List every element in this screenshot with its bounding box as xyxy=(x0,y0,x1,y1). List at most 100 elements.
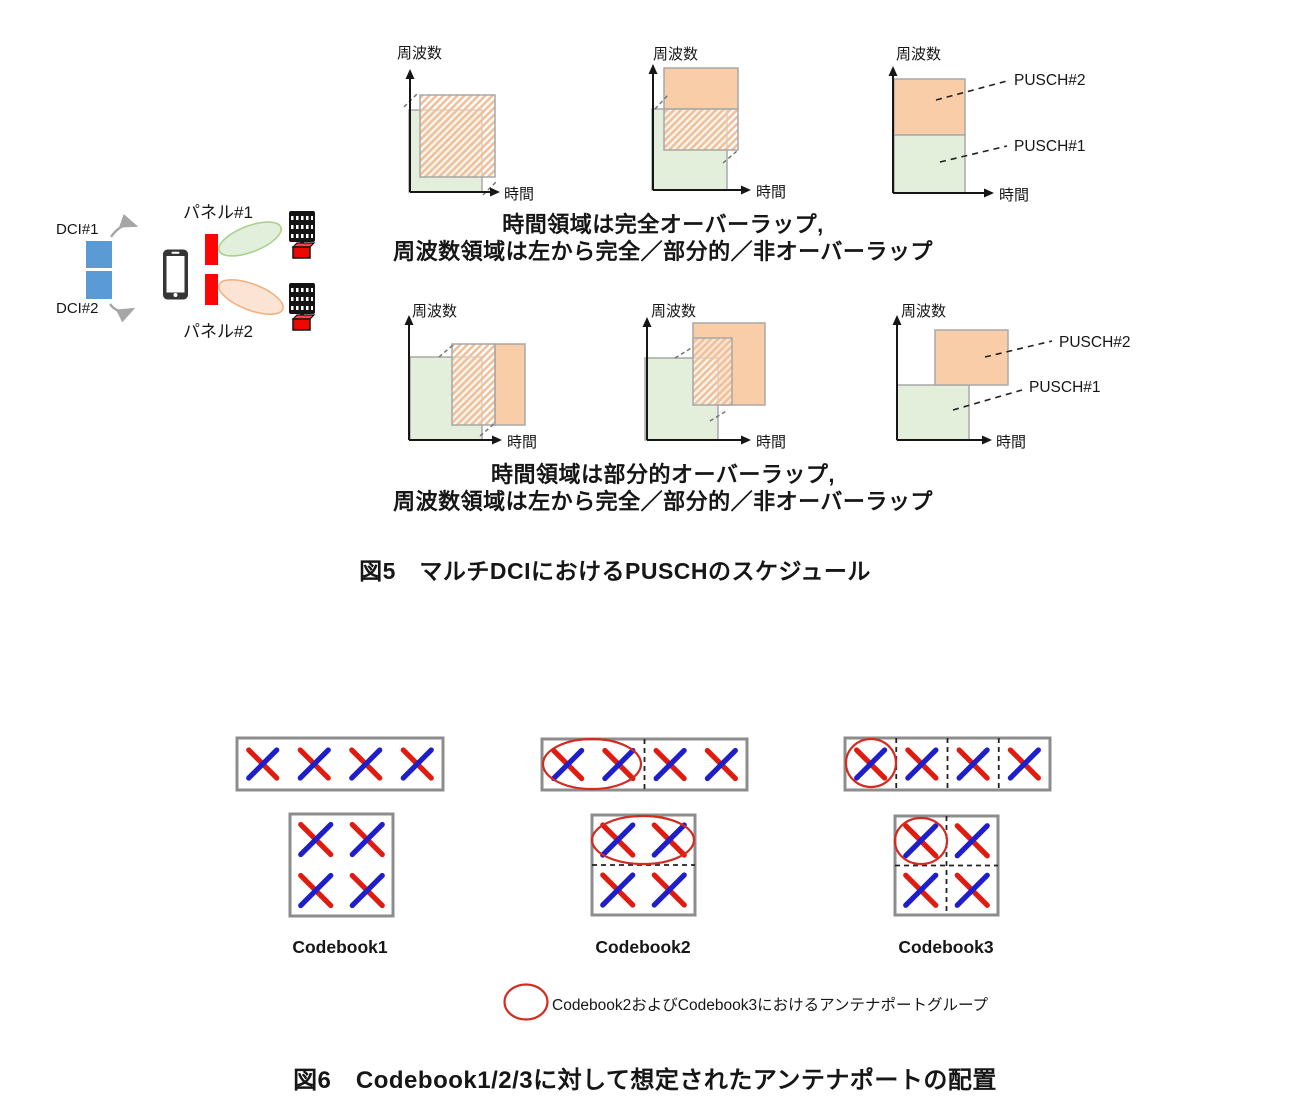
dci-block-2 xyxy=(86,271,112,299)
codebook-row-box xyxy=(843,736,1052,792)
base-station-icon-1 xyxy=(289,211,316,259)
freq-axis-label-5: 周波数 xyxy=(651,303,697,320)
antenna-port-x-blue xyxy=(349,821,385,858)
beam-ellipse-1 xyxy=(218,221,282,257)
leader-line xyxy=(935,80,1008,101)
x-axis-arrowhead xyxy=(741,185,751,195)
antenna-port-x-blue xyxy=(651,822,687,858)
antenna-port-x-blue xyxy=(349,747,383,781)
port-group-ellipse xyxy=(541,737,643,791)
port-group-ellipse xyxy=(893,816,949,866)
leader-line xyxy=(984,340,1053,358)
arrow-dci1 xyxy=(110,213,139,238)
overlap-hatch-rect xyxy=(692,337,733,406)
x-axis-arrowhead xyxy=(984,188,994,198)
pusch2-rect xyxy=(663,67,739,110)
pusch2-label: PUSCH#2 xyxy=(1014,72,1086,89)
antenna-port-x-blue xyxy=(653,747,687,782)
port-group-ellipse xyxy=(590,814,696,866)
y-axis-arrowhead xyxy=(648,64,658,74)
pusch2-rect xyxy=(893,78,966,136)
codebook2-label: Codebook2 xyxy=(595,937,691,957)
antenna-port-x-blue xyxy=(400,747,434,781)
codebook-row-box xyxy=(540,737,749,792)
leader-line xyxy=(952,389,1023,411)
leader-line xyxy=(939,145,1008,163)
antenna-port-x-blue xyxy=(600,872,636,908)
offset-dash xyxy=(438,344,454,358)
fig5-caption: 図5 マルチDCIにおけるPUSCHのスケジュール xyxy=(359,558,871,584)
panel-bar-2 xyxy=(205,274,218,305)
dci-diagram xyxy=(86,211,316,331)
time-axis-label-2: 時間 xyxy=(756,184,787,201)
phone-icon xyxy=(163,249,188,300)
antenna-port-x-blue xyxy=(651,872,687,908)
antenna-port-x-blue xyxy=(246,747,280,781)
legend-ellipse xyxy=(503,983,549,1021)
pusch1-label: PUSCH#1 xyxy=(1014,138,1086,155)
time-axis-label-5: 時間 xyxy=(756,434,787,451)
offset-dash xyxy=(709,409,729,422)
offset-dash xyxy=(479,423,495,437)
pusch2-label: PUSCH#2 xyxy=(1059,334,1131,351)
freq-axis-label-3: 周波数 xyxy=(896,46,942,63)
x-axis-arrowhead xyxy=(741,435,751,445)
antenna-port-x-blue xyxy=(854,747,888,781)
overlap-hatch-rect xyxy=(419,94,496,178)
freq-axis-label-2: 周波数 xyxy=(653,46,699,63)
arrow-dci2 xyxy=(109,303,136,323)
y-axis-arrowhead xyxy=(404,315,414,325)
time-axis-label-6: 時間 xyxy=(996,434,1027,451)
x-axis-arrowhead xyxy=(490,187,500,197)
pusch1-label: PUSCH#1 xyxy=(1029,379,1101,396)
pusch1-rect xyxy=(893,134,966,194)
antenna-port-x-blue xyxy=(903,872,939,908)
panel2-label: パネル#2 xyxy=(183,322,253,341)
codebook-row-box xyxy=(235,736,445,792)
beam-ellipse-2 xyxy=(218,279,284,315)
offset-dash xyxy=(654,94,669,110)
freq-axis-label-4: 周波数 xyxy=(412,303,458,320)
overlap-hatch-rect xyxy=(451,343,496,426)
pusch1-rect xyxy=(896,384,970,441)
antenna-port-x-blue xyxy=(903,823,939,859)
overlap-hatch-rect xyxy=(663,108,739,151)
row1-caption-line2: 周波数領域は左から完全／部分的／非オーバーラップ xyxy=(393,239,933,264)
port-group-ellipse xyxy=(844,737,898,789)
dci1-label: DCI#1 xyxy=(56,221,99,238)
freq-axis-label-1: 周波数 xyxy=(397,45,443,62)
legend-text: Codebook2およびCodebook3におけるアンテナポートグループ xyxy=(552,997,989,1014)
fig6-caption: 図6 Codebook1/2/3に対して想定されたアンテナポートの配置 xyxy=(293,1067,997,1094)
antenna-port-x-blue xyxy=(298,821,334,858)
dci2-label: DCI#2 xyxy=(56,300,99,317)
pusch2-rect xyxy=(494,343,526,426)
dci-block-1 xyxy=(86,241,112,268)
pusch2-rect xyxy=(934,329,1009,386)
antenna-port-x-blue xyxy=(704,747,738,782)
antenna-port-x-blue xyxy=(551,747,585,782)
antenna-port-x-blue xyxy=(956,747,990,781)
y-axis-arrowhead xyxy=(892,315,902,325)
time-axis-label-4: 時間 xyxy=(507,434,538,451)
x-axis-arrowhead xyxy=(982,435,992,445)
antenna-port-x-blue xyxy=(298,872,334,909)
freq-axis-label-6: 周波数 xyxy=(901,303,947,320)
antenna-port-x-blue xyxy=(349,872,385,909)
row2-caption-line2: 周波数領域は左から完全／部分的／非オーバーラップ xyxy=(393,489,933,514)
base-station-icon-2 xyxy=(289,283,316,331)
codebook3-label: Codebook3 xyxy=(898,937,994,957)
antenna-port-x-blue xyxy=(954,872,990,908)
codebook1-label: Codebook1 xyxy=(292,937,388,957)
y-axis-arrowhead xyxy=(642,317,652,327)
row2-caption-line1: 時間領域は部分的オーバーラップ, xyxy=(491,462,835,487)
antenna-port-x-blue xyxy=(1007,747,1041,781)
time-axis-label-1: 時間 xyxy=(504,186,535,203)
antenna-port-x-blue xyxy=(905,747,939,781)
x-axis-arrowhead xyxy=(492,435,502,445)
antenna-port-x-blue xyxy=(602,747,636,782)
row1-caption-line1: 時間領域は完全オーバーラップ, xyxy=(502,212,824,237)
antenna-port-x-blue xyxy=(954,823,990,859)
time-axis-label-3: 時間 xyxy=(999,187,1030,204)
panel-bar-1 xyxy=(205,234,218,265)
